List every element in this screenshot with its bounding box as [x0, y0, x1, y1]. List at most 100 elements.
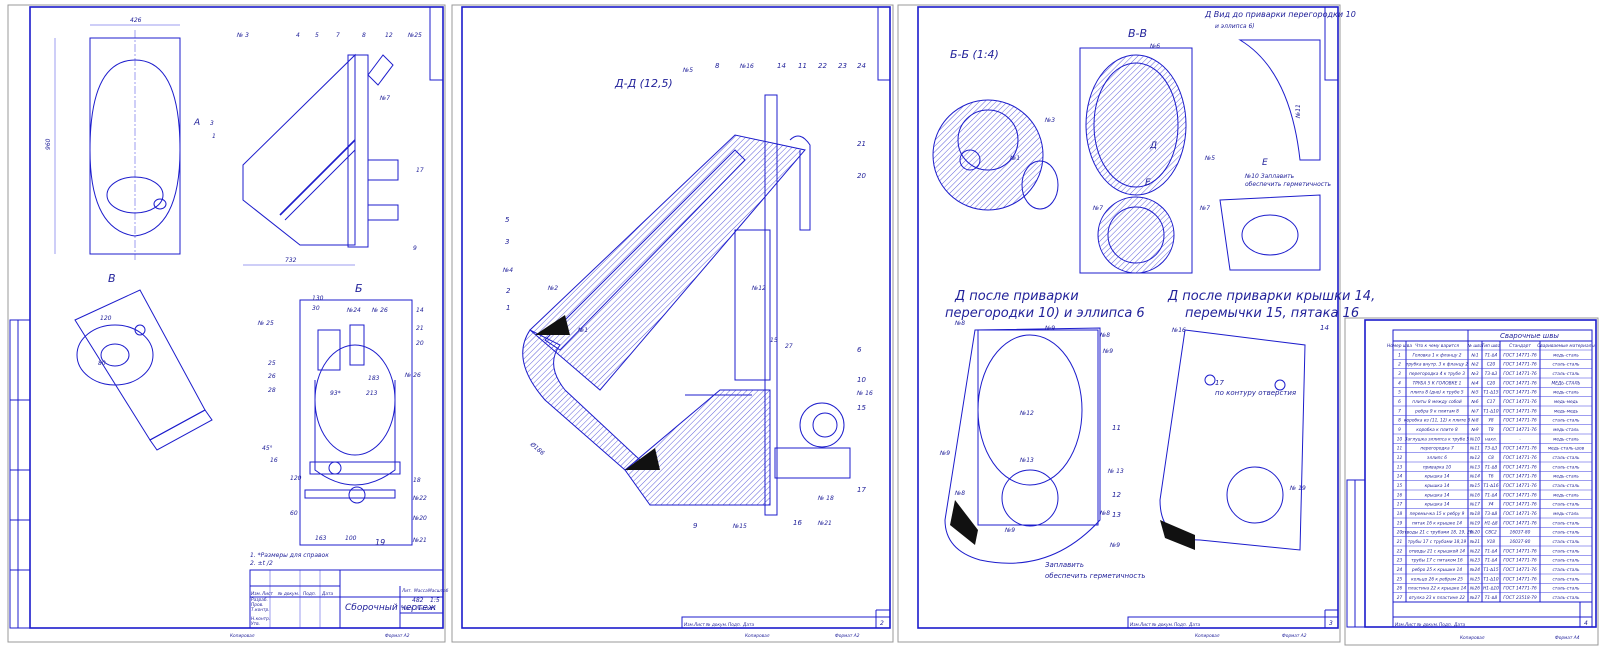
drawing-label: Изм.	[1395, 622, 1405, 628]
table-cell: 20	[1397, 530, 1403, 536]
drawing-label: Т.контр.	[251, 607, 270, 613]
note-1: 1. *Размеры для справок	[250, 552, 329, 559]
table-cell: Заглушка эллипса к трубе 5	[1405, 436, 1470, 442]
table-cell: №25	[1469, 576, 1480, 582]
drawing-label: Формат А2	[1282, 633, 1307, 639]
drawing-label: №8	[954, 320, 965, 327]
table-cell: сталь-сталь	[1552, 503, 1580, 508]
table-cell: Т1-∆16	[1483, 483, 1499, 489]
drawing-label: № 16	[856, 390, 873, 397]
table-cell: сталь-сталь	[1552, 540, 1580, 545]
table-cell: ГОСТ 14771-76	[1503, 380, 1537, 386]
drawing-label: 24	[857, 62, 866, 70]
drawing-label: 2	[880, 620, 884, 627]
table-cell: ГОСТ 14771-76	[1503, 567, 1537, 573]
drawing-label: Д после приварки	[954, 289, 1079, 304]
drawing-label: №8	[954, 490, 965, 497]
drawing-label: 130	[312, 295, 324, 302]
drawing-label: №7	[1199, 205, 1210, 212]
drawing-label: 26	[268, 373, 276, 380]
table-cell: крышка 14	[1425, 483, 1450, 489]
drawing-title: Сборочный чертеж	[345, 603, 437, 613]
table-cell: С20	[1487, 362, 1496, 368]
drawing-label: Дата	[1453, 622, 1465, 628]
drawing-label: №5	[1204, 155, 1215, 162]
table-cell: 1	[1398, 352, 1401, 358]
drawing-label: №12	[1019, 410, 1034, 417]
table-cell: №15	[1469, 483, 1480, 489]
drawing-label: Масса	[414, 588, 428, 594]
table-cell: №22	[1469, 548, 1480, 554]
drawing-label: №5	[682, 67, 693, 74]
drawing-label: №9	[1004, 527, 1015, 534]
drawing-label: 183	[368, 375, 380, 382]
note-2: 2. ±t /2	[250, 560, 273, 567]
drawing-label: 10	[857, 376, 866, 384]
table-cell: №4	[1470, 380, 1478, 386]
drawing-label: Разраб.	[251, 597, 268, 603]
drawing-label: 8	[715, 62, 720, 70]
table-cell: 15	[1397, 483, 1403, 489]
drawing-label: 732	[285, 257, 297, 264]
table-cell: 5	[1398, 390, 1401, 396]
drawing-label: №9	[1044, 325, 1055, 332]
table-cell: ГОСТ 14771-76	[1503, 511, 1537, 517]
table-cell: №1	[1470, 352, 1478, 358]
drawing-label: 15	[857, 404, 866, 412]
table-cell: Н1-∆8	[1484, 520, 1497, 526]
table-cell: №6	[1470, 399, 1478, 405]
drawing-label: Н.контр.	[251, 616, 270, 622]
table-cell: Т3-∆3	[1485, 446, 1498, 452]
drawing-label: № докум.	[1416, 622, 1438, 628]
table-cell: 11	[1397, 446, 1403, 452]
drawing-label: Утв.	[251, 621, 260, 627]
table-cell: ГОСТ 14771-76	[1503, 352, 1537, 358]
drawing-label: №6	[1149, 43, 1160, 50]
table-cell: ГОСТ 14771-76	[1503, 483, 1537, 489]
drawing-label: № 3	[236, 32, 249, 39]
drawing-label: Б	[355, 282, 363, 295]
table-cell: №5	[1470, 390, 1478, 396]
drawing-label: 213	[366, 390, 378, 397]
drawing-label: Лист	[1404, 622, 1416, 628]
drawing-label: 45°	[262, 445, 273, 452]
drawing-label: 7	[336, 32, 340, 39]
drawing-label: Е	[1145, 178, 1151, 188]
table-cell: плиты 8 между собой	[1412, 399, 1462, 405]
table-cell: Т1-∆8	[1485, 595, 1498, 601]
table-cell: №17	[1469, 502, 1480, 508]
drawing-label: 14	[777, 62, 786, 70]
drawing-label: 17	[416, 167, 424, 174]
drawing-label: № 26	[404, 372, 421, 379]
table-cell: ГОСТ 14771-76	[1503, 408, 1537, 414]
drawing-label: Д	[1149, 141, 1157, 151]
table-cell: крышка 14	[1425, 492, 1450, 498]
table-cell: 16037-80	[1510, 539, 1531, 545]
sheet-3-views: Б-Б (1:4) В-В Д Е Д Вид до приварки пере…	[897, 4, 1375, 643]
table-cell: ГОСТ 14771-76	[1503, 474, 1537, 480]
table-cell: У18	[1487, 539, 1495, 545]
table-cell: коробка из (11, 12) к плите 8	[1404, 418, 1470, 424]
drawing-label: 21	[416, 325, 424, 332]
drawing-label: №9	[939, 450, 950, 457]
drawing-label: 8	[362, 32, 366, 39]
drawing-label: Лист	[693, 622, 705, 628]
table-cell: сталь-сталь	[1552, 587, 1580, 592]
drawing-label: Подп.	[728, 622, 741, 628]
drawing-label: № 13	[1107, 468, 1124, 475]
drawing-label: №9	[1109, 542, 1120, 549]
table-cell: №21	[1469, 539, 1480, 545]
drawing-label: Подп.	[303, 591, 316, 597]
drawing-label: 120	[100, 315, 112, 322]
table-cell: трубы 17 с трубами 18,19	[1408, 539, 1467, 545]
drawing-label: 1	[212, 133, 216, 140]
drawing-label: Дата	[1188, 622, 1200, 628]
table-cell: 12	[1397, 455, 1403, 461]
drawing-label: Дата	[321, 591, 333, 597]
table-cell: крышка 14	[1425, 502, 1450, 508]
drawing-label: 4	[1584, 620, 1588, 627]
table-cell: ГОСТ 14771-76	[1503, 399, 1537, 405]
drawing-label: № докум.	[705, 622, 727, 628]
table-cell: Т3-∆8	[1485, 511, 1498, 517]
